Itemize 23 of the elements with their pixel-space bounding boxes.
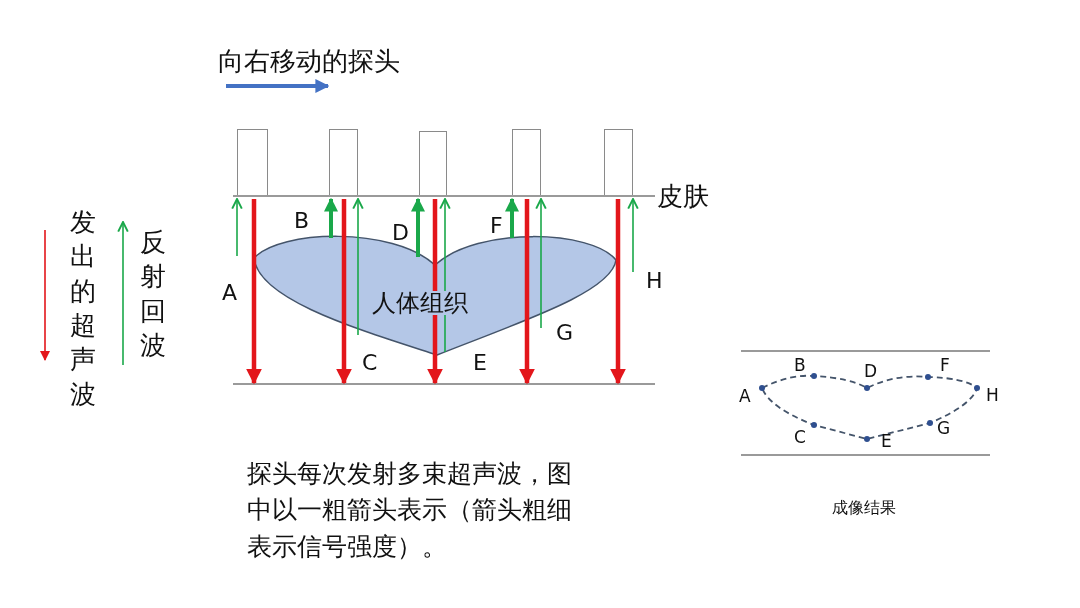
point-letter: B [294,210,310,232]
point-letter: A [739,388,751,405]
point-letter: G [937,420,951,437]
tissue-label: 人体组织 [372,291,468,315]
point-letter: E [473,352,487,374]
point-letter: E [881,433,892,450]
point-letter: F [490,215,503,237]
point-letter: B [794,357,806,374]
point-letter: H [986,387,999,404]
point-letter: C [362,352,378,374]
result-caption: 成像结果 [832,500,896,516]
caption-text: 向右移动的探头 [218,48,400,74]
point-letter: A [222,282,238,304]
point-letter: C [794,429,806,446]
point-letter: H [646,270,663,292]
vertical-label: 反射回波 [140,226,166,362]
point-letter: G [556,322,574,344]
point-letter: D [864,363,878,380]
point-letter: F [940,357,950,374]
note-paragraph: 探头每次发射多束超声波，图中以一粗箭头表示（箭头粗细表示信号强度）。 [247,458,573,563]
vertical-label: 发出的超声波 [70,206,96,411]
point-letter: D [392,222,409,244]
skin-label: 皮肤 [657,183,709,209]
